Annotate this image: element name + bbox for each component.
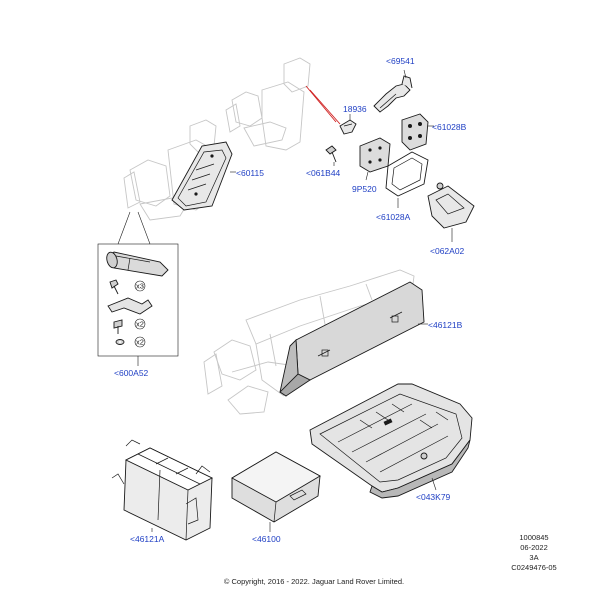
bracket-61028B <box>401 113 434 151</box>
callout-46100[interactable]: <46100 <box>252 534 281 544</box>
hook-69541 <box>373 69 413 113</box>
callout-46121A[interactable]: <46121A <box>130 534 165 544</box>
ghost-front-seat-upper <box>225 57 311 151</box>
callout-60115[interactable]: <60115 <box>236 168 264 178</box>
callout-062A02[interactable]: <062A02 <box>430 246 465 256</box>
quantity-x2-screw: x2 <box>136 320 144 329</box>
plate-9P520 <box>359 137 391 181</box>
frame-61028A <box>385 151 429 208</box>
copyright-notice: © Copyright, 2016 - 2022. Jaguar Land Ro… <box>224 577 404 586</box>
floor-tray-043K79 <box>309 383 473 499</box>
tray-062A02 <box>427 182 475 242</box>
accent-lines <box>305 85 341 125</box>
quantity-x2-washer: x2 <box>136 338 144 347</box>
drawing-reference: C0249476-05 <box>511 563 556 572</box>
drawing-metadata: 1000845 06-2022 3A C0249476-05 © Copyrig… <box>224 533 557 586</box>
seat-back-panel-60115 <box>171 141 236 211</box>
callout-061B44[interactable]: <061B44 <box>306 168 341 178</box>
cargo-organizer-46121A <box>111 439 214 541</box>
callout-043K79[interactable]: <043K79 <box>416 492 451 502</box>
seat-back-panel-46121B <box>279 281 428 397</box>
callout-61028A[interactable]: <61028A <box>376 212 411 222</box>
drawing-date: 06-2022 <box>520 543 548 552</box>
storage-box-46100 <box>231 451 321 532</box>
quantity-x3: x3 <box>136 282 144 291</box>
callout-9P520[interactable]: 9P520 <box>352 184 377 194</box>
callout-46121B[interactable]: <46121B <box>428 320 463 330</box>
callout-61028B[interactable]: <61028B <box>432 122 467 132</box>
screw-061B44 <box>325 145 337 166</box>
drawing-revision: 3A <box>529 553 538 562</box>
quantity-badges: x3 x2 x2 <box>134 280 146 348</box>
drawing-code: 1000845 <box>519 533 548 542</box>
callout-600A52[interactable]: <600A52 <box>114 368 149 378</box>
callout-18936[interactable]: 18936 <box>343 104 367 114</box>
callout-69541[interactable]: <69541 <box>386 56 415 66</box>
clip-18936 <box>339 114 357 135</box>
kit-box-600A52 <box>97 211 179 366</box>
